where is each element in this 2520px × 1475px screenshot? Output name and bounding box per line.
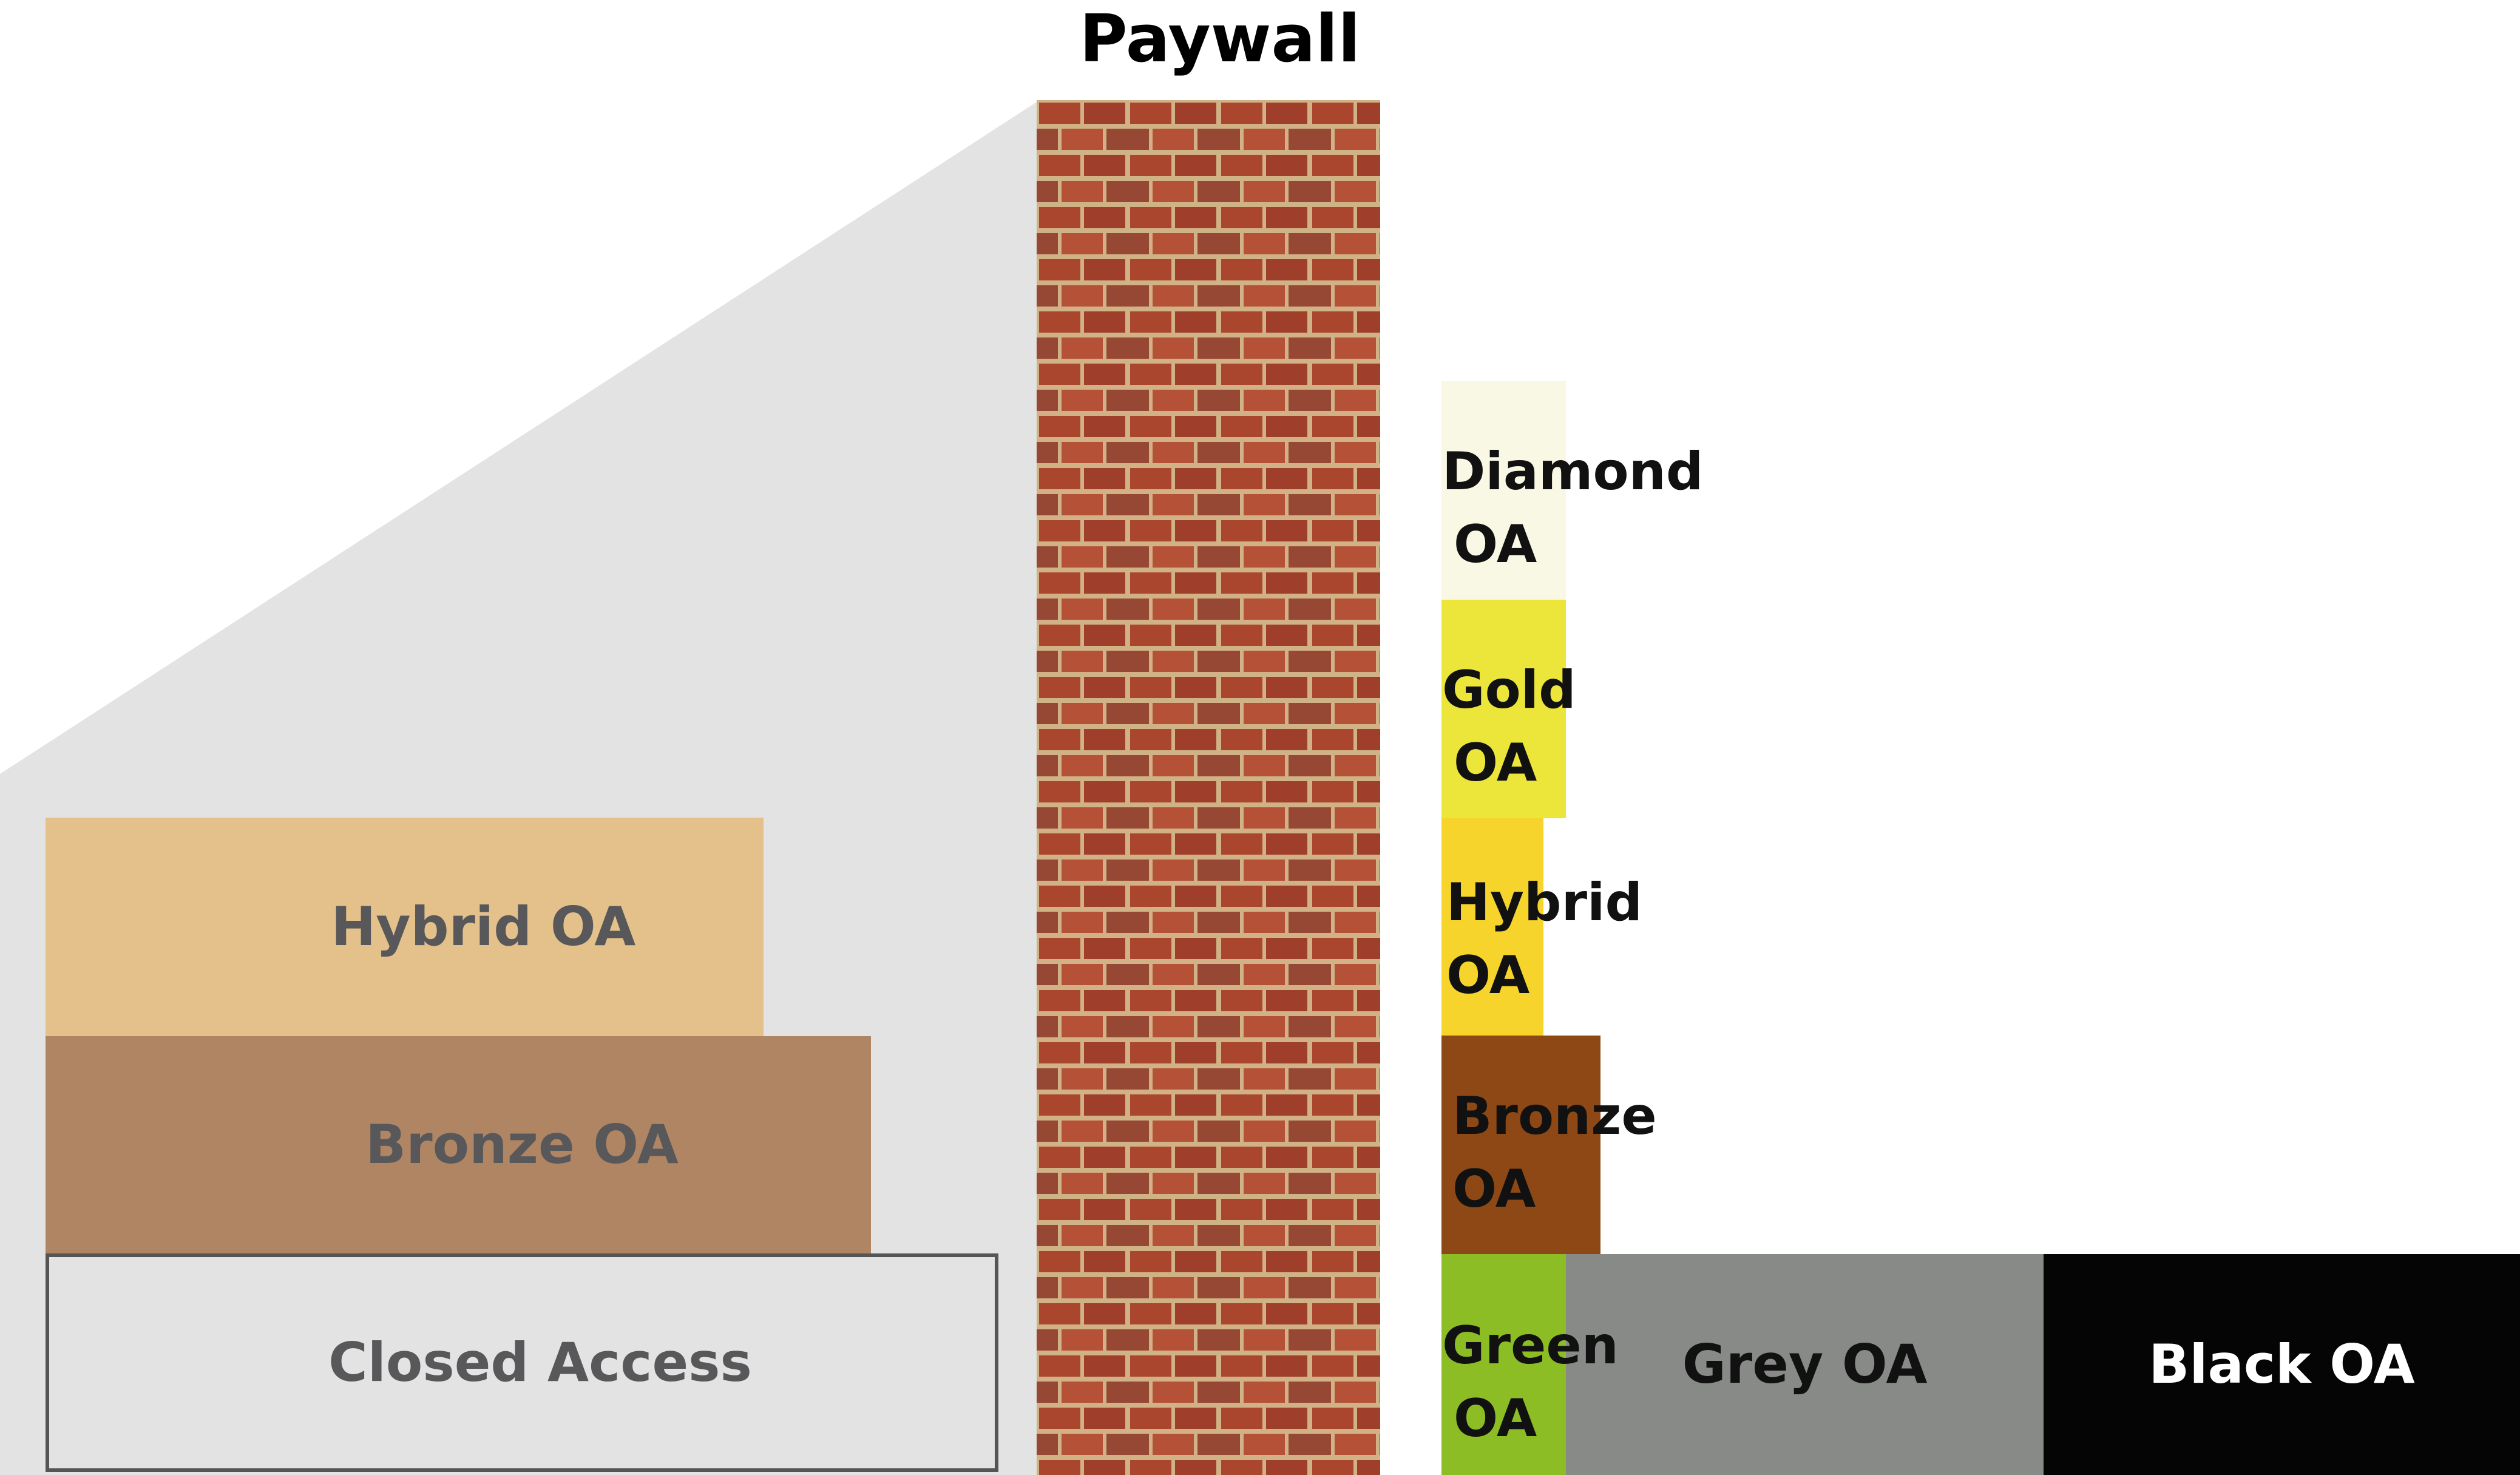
diamond-oa-label-line2: OA — [1454, 514, 1537, 575]
bronze-oa-right-label-line2: OA — [1452, 1159, 1536, 1219]
hybrid-oa-right-label-line1: Hybrid — [1446, 872, 1643, 933]
gold-oa-label-line1: Gold — [1442, 660, 1576, 721]
grey-oa-label: Grey OA — [1682, 1332, 1928, 1395]
bronze-oa-left-label: Bronze OA — [365, 1113, 679, 1176]
green-oa-block — [1441, 1254, 1566, 1475]
black-oa-block: Black OA — [2044, 1254, 2520, 1475]
closed-access-label: Closed Access — [328, 1331, 752, 1394]
diamond-oa-label-line1: Diamond — [1442, 441, 1704, 502]
gold-oa-label-line2: OA — [1454, 733, 1537, 793]
hybrid-oa-left-label: Hybrid OA — [331, 895, 636, 958]
hybrid-oa-right-label-line2: OA — [1446, 945, 1530, 1006]
grey-oa-block: Grey OA — [1566, 1254, 2044, 1475]
gold-oa-block — [1441, 600, 1566, 818]
bronze-oa-right-block — [1441, 1036, 1600, 1254]
hybrid-oa-left-block: Hybrid OA — [46, 818, 764, 1036]
paywall-title: Paywall — [1079, 1, 1361, 77]
hybrid-oa-right-block — [1441, 818, 1543, 1036]
bronze-oa-left-block: Bronze OA — [46, 1036, 871, 1253]
bronze-oa-right-label-line1: Bronze — [1452, 1086, 1657, 1147]
green-oa-label-line1: Green — [1442, 1315, 1619, 1376]
closed-access-block: Closed Access — [46, 1253, 998, 1472]
diamond-oa-block — [1441, 381, 1566, 600]
black-oa-label: Black OA — [2149, 1332, 2415, 1395]
green-oa-label-line2: OA — [1454, 1388, 1537, 1449]
brick-wall-image — [1037, 100, 1380, 1475]
